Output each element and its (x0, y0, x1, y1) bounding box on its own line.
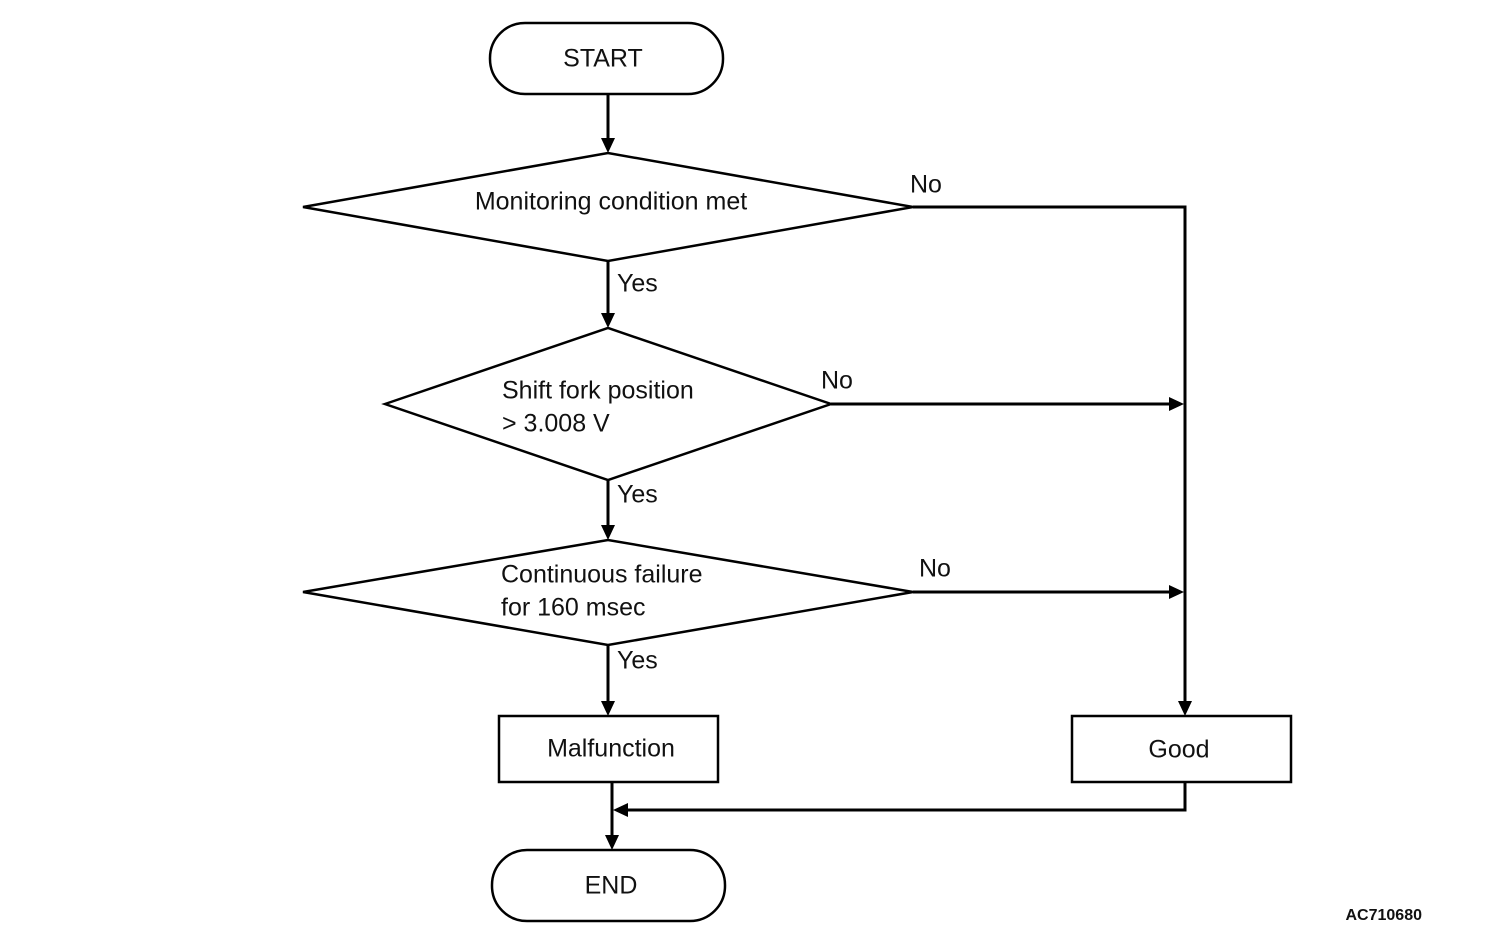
no-label-1: No (910, 171, 942, 199)
arrow-good-to-end (627, 782, 1187, 812)
arrowhead-decision1-yes (601, 313, 615, 328)
no-label-3: No (919, 555, 951, 583)
figure-id: AC710680 (1346, 907, 1423, 924)
decision-continuous-failure: Continuous failure for 160 msec (302, 538, 914, 647)
decision-monitoring-condition-label: Monitoring condition met (475, 188, 747, 216)
good-label: Good (1148, 736, 1209, 764)
malfunction-label: Malfunction (547, 735, 675, 763)
decision-shift-fork-position-line1: Shift fork position (502, 377, 694, 405)
decision-shift-fork-position: Shift fork position > 3.008 V (381, 326, 835, 482)
yes-label-2: Yes (617, 481, 658, 509)
decision-continuous-failure-line1: Continuous failure (501, 561, 703, 589)
decision-continuous-failure-line2: for 160 msec (501, 594, 646, 622)
malfunction-node: Malfunction (497, 714, 720, 784)
no-label-2: No (821, 367, 853, 395)
arrowhead-decision2-yes (601, 525, 615, 540)
branch-labels: Yes Yes Yes No No No (617, 171, 951, 675)
end-node: END (490, 848, 727, 923)
arrow-decision1-no (913, 205, 1187, 702)
start-label: START (563, 45, 643, 73)
arrowhead-decision3-yes (601, 701, 615, 716)
start-node: START (488, 21, 725, 96)
yes-label-3: Yes (617, 647, 658, 675)
good-node: Good (1070, 714, 1293, 784)
yes-label-1: Yes (617, 270, 658, 298)
end-label: END (585, 872, 638, 900)
arrowhead-to-good (1178, 701, 1192, 716)
decision-shift-fork-position-line2: > 3.008 V (502, 410, 610, 438)
decision-monitoring-condition: Monitoring condition met (302, 151, 914, 263)
arrowhead-start-to-decision1 (601, 138, 615, 153)
arrowhead-decision2-no (1169, 397, 1184, 411)
arrowhead-decision3-no (1169, 585, 1184, 599)
connectors (601, 94, 1192, 850)
arrowhead-to-end (605, 835, 619, 850)
arrowhead-good-join (613, 803, 628, 817)
